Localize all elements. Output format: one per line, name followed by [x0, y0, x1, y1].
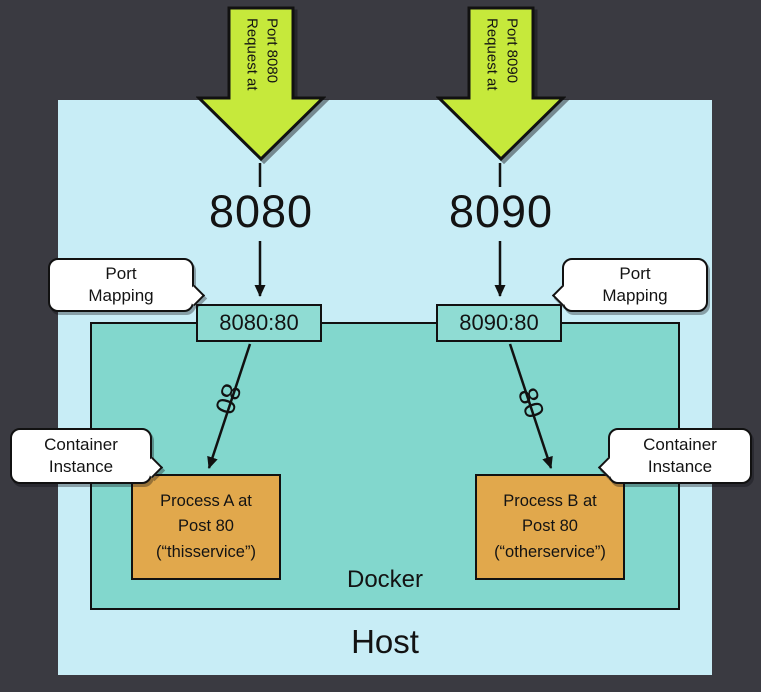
request-arrow-line1: Request at — [243, 18, 261, 91]
callout-container-instance-left: Container Instance — [10, 428, 163, 484]
callout-text: Container Instance — [643, 434, 717, 476]
process-a-line3: (“thisservice”) — [156, 542, 256, 561]
request-arrow-line1: Request at — [483, 18, 501, 91]
docker-label: Docker — [346, 566, 424, 593]
request-arrow-8090: Request at Port 8090 — [436, 6, 566, 162]
process-b-box: Process B at Post 80 (“otherservice”) — [475, 474, 625, 580]
port-mapping-box-8080: 8080:80 — [196, 304, 322, 342]
callout-port-mapping-left: Port Mapping — [48, 258, 205, 312]
process-b-line2: Post 80 — [522, 517, 578, 536]
callout-text: Container Instance — [44, 434, 118, 476]
down-arrow-shape — [196, 6, 326, 162]
request-arrow-8080-text: Request at Port 8080 — [196, 18, 326, 114]
callout-text: Port Mapping — [602, 263, 668, 305]
request-arrow-line2: Port 8080 — [263, 18, 281, 84]
host-port-8090: 8090 — [448, 186, 554, 237]
process-a-box: Process A at Post 80 (“thisservice”) — [131, 474, 281, 580]
request-arrow-8090-text: Request at Port 8090 — [436, 18, 566, 114]
request-arrow-8080: Request at Port 8080 — [196, 6, 326, 162]
port-mapping-box-8090: 8090:80 — [436, 304, 562, 342]
request-arrow-line2: Port 8090 — [503, 18, 521, 84]
callout-port-mapping-right: Port Mapping — [551, 258, 708, 312]
down-arrow-shape — [436, 6, 566, 162]
process-b-line3: (“otherservice”) — [494, 542, 606, 561]
process-a-line2: Post 80 — [178, 517, 234, 536]
host-label: Host — [351, 623, 419, 660]
process-a-line1: Process A at — [160, 491, 252, 510]
callout-text: Port Mapping — [88, 263, 154, 305]
host-port-8080: 8080 — [208, 186, 314, 237]
callout-container-instance-right: Container Instance — [597, 428, 752, 484]
process-b-line1: Process B at — [503, 491, 597, 510]
